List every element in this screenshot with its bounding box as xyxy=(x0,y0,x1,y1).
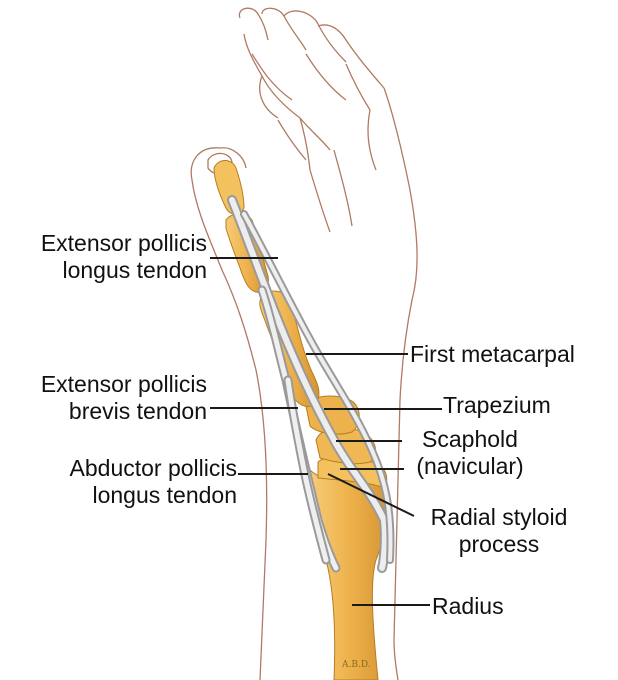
label-trapezium-text: Trapezium xyxy=(443,392,551,419)
label-apl-line1: Abductor pollicis xyxy=(70,455,237,482)
label-scaphoid-line1: Scaphold xyxy=(405,426,535,453)
label-first-metacarpal-text: First metacarpal xyxy=(410,341,575,368)
label-radial-styloid-line1: Radial styloid xyxy=(414,504,584,531)
label-trapezium: Trapezium xyxy=(443,392,551,419)
label-epb-line1: Extensor pollicis xyxy=(41,371,207,398)
label-radial-styloid-line2: process xyxy=(414,531,584,558)
label-epl-line1: Extensor pollicis xyxy=(41,230,207,257)
hand-outline xyxy=(191,8,417,680)
artist-signature: A.B.D. xyxy=(342,660,371,670)
label-radial-styloid: Radial styloid process xyxy=(414,504,584,558)
label-epb-line2: brevis tendon xyxy=(41,398,207,425)
label-epl-line2: longus tendon xyxy=(41,257,207,284)
label-scaphoid: Scaphold (navicular) xyxy=(405,426,535,480)
label-apl: Abductor pollicis longus tendon xyxy=(70,455,237,509)
label-epb: Extensor pollicis brevis tendon xyxy=(41,371,207,425)
label-scaphoid-line2: (navicular) xyxy=(405,453,535,480)
label-first-metacarpal: First metacarpal xyxy=(410,341,575,368)
label-radius-text: Radius xyxy=(432,593,504,620)
label-apl-line2: longus tendon xyxy=(70,482,237,509)
label-radius: Radius xyxy=(432,593,504,620)
label-epl: Extensor pollicis longus tendon xyxy=(41,230,207,284)
